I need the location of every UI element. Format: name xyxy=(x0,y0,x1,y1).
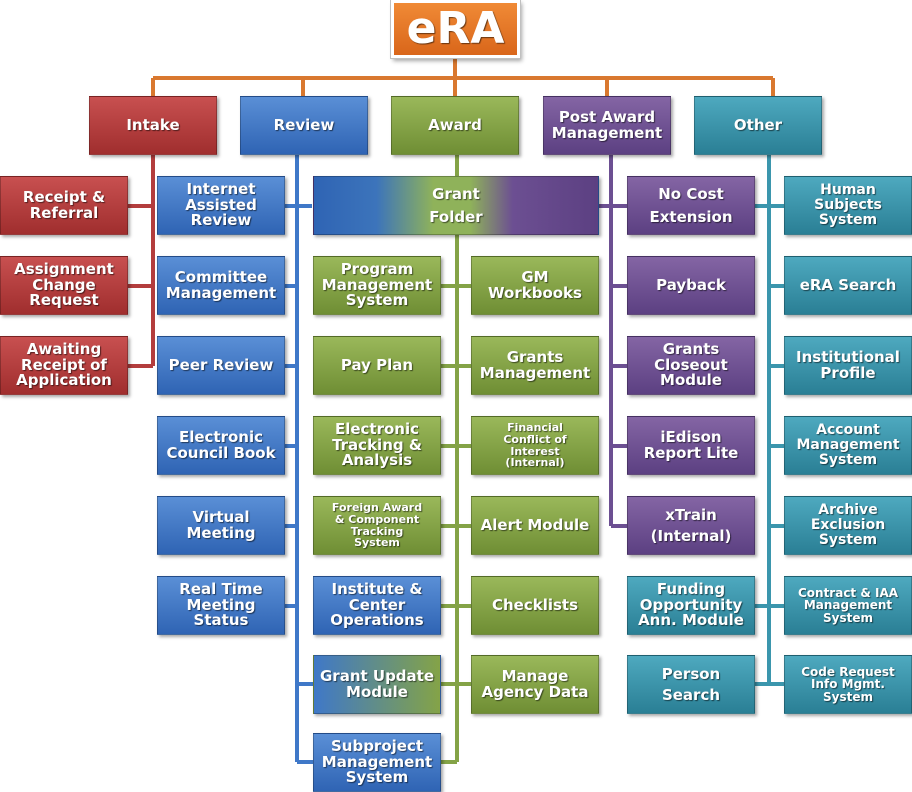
award-item-electronic-tracking-analysis[interactable]: Electronic Tracking & Analysis xyxy=(313,416,441,475)
award-item-institute-center-operations[interactable]: Institute & Center Operations xyxy=(313,576,441,635)
post-award-item-person-search[interactable]: Person Search xyxy=(627,655,755,714)
intake-item-assignment-change-request[interactable]: Assignment Change Request xyxy=(0,256,128,315)
grant-folder-box[interactable]: Grant Folder xyxy=(313,176,599,235)
other-item-account-management-system[interactable]: Account Management System xyxy=(784,416,912,475)
other-connectors xyxy=(755,155,784,686)
other-item-institutional-profile[interactable]: Institutional Profile xyxy=(784,336,912,395)
award-item-manage-agency-data[interactable]: Manage Agency Data xyxy=(471,655,599,714)
award-item-financial-conflict-of-interest[interactable]: Financial Conflict of Interest (Internal… xyxy=(471,416,599,475)
intake-connectors xyxy=(128,155,155,368)
category-post-award-management[interactable]: Post Award Management xyxy=(543,96,671,155)
other-item-era-search[interactable]: eRA Search xyxy=(784,256,912,315)
review-item-internet-assisted-review[interactable]: Internet Assisted Review xyxy=(157,176,285,235)
category-intake[interactable]: Intake xyxy=(89,96,217,155)
award-connectors xyxy=(441,155,471,764)
other-item-contract-iaa-management-system[interactable]: Contract & IAA Management System xyxy=(784,576,912,635)
category-award[interactable]: Award xyxy=(391,96,519,155)
award-item-foreign-award-tracking[interactable]: Foreign Award & Component Tracking Syste… xyxy=(313,496,441,555)
root-connectors xyxy=(151,56,775,96)
post-award-item-iedison-report-lite[interactable]: iEdison Report Lite xyxy=(627,416,755,475)
review-item-committee-management[interactable]: Committee Management xyxy=(157,256,285,315)
review-item-virtual-meeting[interactable]: Virtual Meeting xyxy=(157,496,285,555)
intake-item-receipt-referral[interactable]: Receipt & Referral xyxy=(0,176,128,235)
award-item-grants-management[interactable]: Grants Management xyxy=(471,336,599,395)
category-other[interactable]: Other xyxy=(694,96,822,155)
review-item-peer-review[interactable]: Peer Review xyxy=(157,336,285,395)
post-award-item-funding-opportunity-module[interactable]: Funding Opportunity Ann. Module xyxy=(627,576,755,635)
category-review[interactable]: Review xyxy=(240,96,368,155)
post-award-connectors xyxy=(598,155,628,528)
other-item-code-request-info-mgmt-system[interactable]: Code Request Info Mgmt. System xyxy=(784,655,912,714)
award-item-pay-plan[interactable]: Pay Plan xyxy=(313,336,441,395)
award-item-gm-workbooks[interactable]: GM Workbooks xyxy=(471,256,599,315)
post-award-item-grants-closeout-module[interactable]: Grants Closeout Module xyxy=(627,336,755,395)
review-item-electronic-council-book[interactable]: Electronic Council Book xyxy=(157,416,285,475)
other-item-human-subjects-system[interactable]: Human Subjects System xyxy=(784,176,912,235)
award-item-subproject-management-system[interactable]: Subproject Management System xyxy=(313,733,441,792)
award-item-checklists[interactable]: Checklists xyxy=(471,576,599,635)
other-item-archive-exclusion-system[interactable]: Archive Exclusion System xyxy=(784,496,912,555)
post-award-item-xtrain[interactable]: xTrain (Internal) xyxy=(627,496,755,555)
era-root-box: eRA xyxy=(391,0,520,58)
review-connectors xyxy=(285,155,313,764)
review-item-real-time-meeting-status[interactable]: Real Time Meeting Status xyxy=(157,576,285,635)
intake-item-awaiting-receipt[interactable]: Awaiting Receipt of Application xyxy=(0,336,128,395)
post-award-item-payback[interactable]: Payback xyxy=(627,256,755,315)
award-item-grant-update-module[interactable]: Grant Update Module xyxy=(313,655,441,714)
award-item-program-management-system[interactable]: Program Management System xyxy=(313,256,441,315)
award-item-alert-module[interactable]: Alert Module xyxy=(471,496,599,555)
post-award-item-no-cost-extension[interactable]: No Cost Extension xyxy=(627,176,755,235)
